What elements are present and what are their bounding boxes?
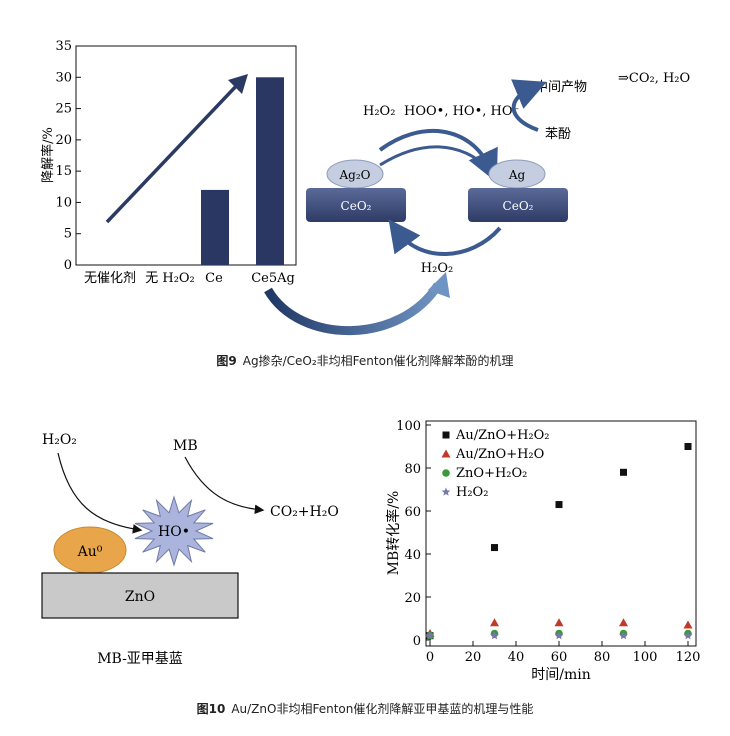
data-point-series-3 [490,631,499,640]
fig10-caption: 图10 Au/ZnO非均相Fenton催化剂降解亚甲基蓝的机理与性能 [0,700,730,717]
y-tick-label: 30 [55,70,72,85]
y-tick-label: 100 [396,419,421,434]
data-point-series-3 [554,631,564,640]
bottom-arc-arrow [388,219,502,256]
legend-label: ZnO+H₂O₂ [456,466,527,481]
ceo2-box-right [468,188,568,222]
trend-arrow [105,80,242,224]
legend-marker-2 [442,469,450,477]
y-tick-label: 0 [64,258,72,273]
x-tick-label: 60 [551,650,568,665]
data-point-series-0 [684,443,692,450]
legend-label: H₂O₂ [456,485,488,500]
h2o2-arrow [57,452,143,534]
y-tick-label: 5 [64,227,72,242]
y-tick-label: 35 [55,39,72,54]
fig10-caption-text: Au/ZnO非均相Fenton催化剂降解亚甲基蓝的机理与性能 [231,702,534,716]
y-tick-label: 15 [55,164,72,179]
ag-label: Ag [508,168,526,182]
legend-marker-0 [442,431,450,439]
phenol-arrow [511,79,547,132]
x-tick-label: 20 [465,650,482,665]
x-category-label: 无催化剂 [84,271,136,286]
data-point-series-0 [620,468,627,476]
fig9-caption-text: Ag掺杂/CeO₂非均相Fenton催化剂降解苯酚的机理 [242,354,514,368]
x-category-label: Ce5Ag [251,271,295,286]
x-tick-label: 100 [633,650,658,665]
y-axis-label: 降解率/% [40,127,56,183]
products-label: ⇒CO₂, H₂O [618,71,690,86]
data-point-series-0 [491,544,498,552]
y-tick-label: 80 [404,462,421,477]
intermediate-label: 中间产物 [535,80,587,95]
ho-label: HO• [158,524,190,540]
data-point-series-1 [554,618,564,627]
y-tick-label: 40 [404,548,421,563]
fig9-bar-chart: 0 5 10 15 20 25 30 35 无催化剂无 H₂O₂ Ce Ce5Ag 降解率/% [40,39,297,286]
y-tick-label: 0 [413,634,421,649]
y-tick-label: 20 [404,591,421,606]
y-tick-label: 25 [55,102,72,117]
data-point-series-1 [683,620,693,629]
link-arrow-head [428,272,450,298]
ceo2-box-left [306,188,406,222]
au-label: Au⁰ [77,544,103,560]
ceo2-right-label: CeO₂ [503,199,534,213]
figure-9: 0 5 10 15 20 25 30 35 无催化剂无 H₂O₂ Ce Ce5Ag 降解率/% H… [40,39,690,336]
zno-substrate [41,572,239,619]
co2-label: CO₂+H₂O [270,504,339,520]
legend-marker-1 [441,449,451,458]
ceo2-left-label: CeO₂ [341,199,372,213]
data-point-series-3 [619,631,628,640]
x-category-label: Ce [205,271,223,286]
fig10-scatter-chart: 0 20 40 60 80 100 120 0 20 40 60 80 100 Au/ZnO+H₂O₂ A… [385,419,700,683]
data-point-series-0 [555,501,563,509]
fig9-mechanism: H₂O₂ HOO•, HO•, HO⁻ 中间产物 ⇒CO₂, H₂O 苯酚 Ag… [306,71,690,276]
plot-frame [425,420,697,647]
x-category-label: 无 H₂O₂ [145,271,195,286]
y-axis-label: MB转化率/% [385,491,402,576]
x-tick-label: 0 [426,650,434,665]
radicals: HOO•, HO•, HO⁻ [404,104,519,119]
legend-marker-3 [441,487,451,496]
h2o2-top: H₂O₂ [363,104,395,119]
bar-2 [201,189,229,265]
trend-arrow-head [228,74,248,94]
fig9-caption: 图9 Ag掺杂/CeO₂非均相Fenton催化剂降解苯酚的机理 [0,352,730,369]
mb-definition: MB-亚甲基蓝 [97,650,183,667]
figure-10: H₂O₂ MB HO• CO₂+H₂O Au⁰ ZnO MB-亚甲基蓝 0 20 4… [41,419,700,683]
x-tick-label: 120 [676,650,701,665]
fig9-caption-label: 图9 [216,354,237,368]
ag2o-label: Ag₂O [339,168,371,182]
phenol-label: 苯酚 [545,127,571,142]
mb-arrow [184,456,265,515]
data-point-series-1 [490,618,499,627]
link-arrow [264,282,442,336]
hydroxyl-radical-star [134,495,214,567]
data-point-series-3 [425,631,435,640]
data-point-series-1 [619,618,628,627]
top-arc-arrow [378,129,498,183]
fig10-caption-label: 图10 [196,702,226,716]
x-axis-label: 时间/min [531,667,591,683]
h2o2-bottom: H₂O₂ [421,261,453,276]
h2o2-label: H₂O₂ [42,432,77,448]
bar-3 [256,77,284,266]
y-tick-label: 10 [55,195,72,210]
fig10-mechanism: H₂O₂ MB HO• CO₂+H₂O Au⁰ ZnO MB-亚甲基蓝 [41,432,339,667]
x-tick-label: 80 [594,650,611,665]
data-point-series-3 [683,631,693,640]
x-tick-label: 40 [508,650,525,665]
legend-label: Au/ZnO+H₂O₂ [455,428,550,443]
legend-label: Au/ZnO+H₂O [455,447,544,462]
top-arc-arrow-2 [379,145,492,172]
zno-label: ZnO [125,589,155,605]
y-tick-label: 60 [404,505,421,520]
mb-label: MB [173,438,198,454]
y-tick-label: 20 [55,133,72,148]
plot-frame [75,45,297,266]
